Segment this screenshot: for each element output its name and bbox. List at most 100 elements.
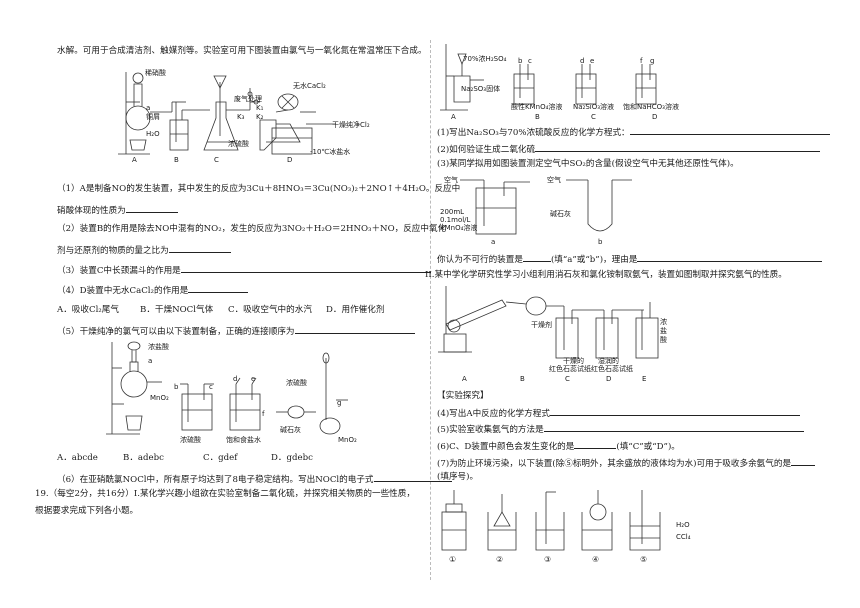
so2-measurement-figure [460,179,632,235]
r2-text: (2)如何验证生成二氧化硫 [437,145,536,155]
chlorine-apparatus-figure [106,341,348,435]
label-conc-hcl-1: 浓 [660,318,667,326]
label-a2: a [148,357,153,365]
r2-blank[interactable] [535,143,821,152]
label-C: C [214,156,219,164]
r6-blank[interactable] [574,440,617,449]
label-kmno4: KMnO₄溶液 [440,224,478,232]
label-c3: c [528,57,532,65]
label-D3: D [652,113,658,121]
label-concentration: 0.1mol/L [440,216,471,224]
r1-blank[interactable] [629,126,830,135]
r7-blank[interactable] [791,457,816,466]
q19-cont: 根据要求完成下列各小题。 [35,506,139,516]
label-b3: b [518,57,523,65]
q5-option-b: B．adebc [123,453,164,463]
label-dry-pure-cl2: 干燥纯净Cl₂ [332,121,370,129]
r7-text: (7)为防止环境污染，以下装置(除⑤标明外，其余盛放的液体均为水)可用于吸收多余… [437,459,792,469]
label-conc-sulfuric-3: 浓硫酸 [286,379,307,387]
label-e2: e [251,375,256,383]
q4-option-a: A．吸收Cl₂尾气 [57,305,119,315]
q6-blank[interactable] [373,473,452,482]
label-k1: K₁ [256,104,264,112]
q4-option-c: C．吸收空气中的水汽 [228,305,312,315]
label-saturated-brine: 饱和食盐水 [226,436,261,444]
q4-blank[interactable] [188,284,249,293]
label-B5: B [520,375,525,383]
label-conc-sulfuric-acid: 浓硫酸 [228,140,249,148]
label-dilute-nitric-acid: 稀硝酸 [145,69,166,77]
r3-blank-1[interactable] [522,253,551,262]
label-D: D [287,156,293,164]
label-dry: 干燥的 [563,357,584,365]
q4-option-b: B．干燥NOCl气体 [140,305,214,315]
q2-blank[interactable] [168,244,231,253]
q5-blank[interactable] [294,325,415,334]
label-k3: K₃ [237,113,245,121]
label-device-2: ② [496,555,504,564]
label-litmus-c: 红色石蕊试纸 [549,365,591,373]
label-device-4: ④ [592,555,600,564]
label-a4: a [491,238,496,246]
q2-cont: 剂与还原剂的物质的量之比为 [57,246,169,256]
label-h2o-layer: H₂O [676,521,690,529]
r3-blank-2[interactable] [637,253,823,262]
q3-blank[interactable] [180,264,431,273]
label-A3: A [451,113,456,121]
r3-text: (3)某同学拟用如图装置测定空气中SO₂的含量(假设空气中无其他还原性气体)。 [437,159,739,169]
label-waste-gas: 废气处理 [234,95,262,103]
label-copper-scraps: 铜屑 [146,113,160,121]
label-moist: 湿润的 [598,357,619,365]
intro-text: 水解。可用于合成清洁剂、触媒剂等。实验室可用下图装置由氯气与一氧化氮在常温常压下… [57,46,427,56]
r5-text: (5)实验室收集氨气的方法是 [437,425,544,435]
label-d3: d [580,57,585,65]
label-A5: A [462,375,467,383]
ammonia-apparatus-figure [438,286,659,359]
label-soda-lime-b: 碱石灰 [550,210,571,218]
label-air-a: 空气 [444,176,458,184]
r3-ans-text2: (填“a”或“b”)，理由是 [550,255,638,265]
label-device-1: ① [449,555,457,564]
label-E5: E [642,375,647,383]
label-air-b: 空气 [547,176,561,184]
label-a: a [146,104,151,112]
q5-text: （5）干燥纯净的氯气可以由以下装置制备，正确的连接顺序为 [57,327,295,337]
label-c2: c [209,383,213,391]
q1-blank[interactable] [125,204,178,213]
r5-blank[interactable] [543,423,804,432]
experiment-heading: 【实验探究】 [437,391,489,401]
label-B: B [174,156,179,164]
label-ccl4-layer: CCl₄ [676,533,691,541]
q4-text: （4）D装置中无水CaCl₂的作用是 [57,286,189,296]
label-d2: d [233,375,238,383]
label-nahco3-solution: 饱和NaHCO₃溶液 [623,103,679,111]
label-f2: f [262,410,265,418]
r4-text: (4)写出A中反应的化学方程式 [437,409,550,419]
nocl-apparatus-figure [118,72,336,155]
r1-text: (1)写出Na₂SO₃与70%浓硫酸反应的化学方程式： [437,128,630,138]
q4-option-d: D．用作催化剂 [326,305,385,315]
label-mno2: MnO₂ [150,394,169,402]
label-ice-brine: -10℃冰盐水 [310,148,351,156]
label-D5: D [606,375,612,383]
absorption-devices-figure [441,490,661,551]
label-soda-lime: 碱石灰 [280,426,301,434]
q3-text: （3）装置C中长颈漏斗的作用是 [57,266,181,276]
label-b2: b [174,383,179,391]
q2-text: （2）装置B的作用是除去NO中混有的NO₂，发生的反应为3NO₂＋H₂O＝2HN… [57,224,447,234]
label-device-3: ③ [544,555,552,564]
label-g3: g [650,57,655,65]
q1-text: （1）A是制备NO的发生装置，其中发生的反应为3Cu＋8HNO₃＝3Cu(NO₃… [57,184,461,194]
r7-cont: (填序号)。 [437,472,479,482]
label-na2sio3-solution: Na₂SiO₃溶液 [573,103,615,111]
label-desiccant: 干燥剂 [531,321,552,329]
label-anhydrous-cacl2: 无水CaCl₂ [293,82,326,90]
q19-text: 19.（每空2分，共16分）I.某化学兴趣小组欲在实验室制备二氧化硫，并探究相关… [35,489,415,499]
label-B3: B [535,113,540,121]
label-kmno4-solution: 酸性KMnO₄溶液 [511,103,563,111]
label-water: H₂O [146,130,160,138]
label-device-5: ⑤ [640,555,648,564]
r4-blank[interactable] [549,407,800,416]
q5-option-a: A．abcde [57,453,98,463]
label-C5: C [565,375,570,383]
